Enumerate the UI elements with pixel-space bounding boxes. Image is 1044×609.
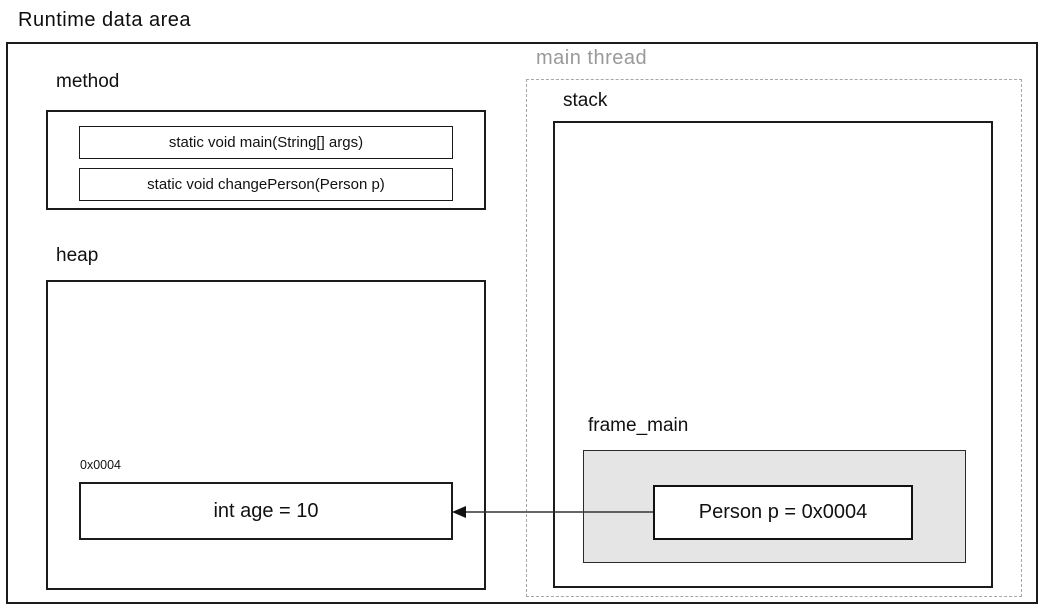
method-entry-changeperson: static void changePerson(Person p): [79, 168, 453, 201]
heap-object-int-age: int age = 10: [79, 482, 453, 540]
heap-area-box: [46, 280, 486, 590]
method-entry-main: static void main(String[] args): [79, 126, 453, 159]
frame-main-label: frame_main: [588, 415, 689, 436]
heap-area-label: heap: [56, 245, 99, 266]
method-area-box: [46, 110, 486, 210]
diagram-title: Runtime data area: [18, 9, 192, 31]
reference-arrow-icon: [452, 506, 653, 518]
frame-variable-person-p: Person p = 0x0004: [653, 485, 913, 540]
heap-object-address-label: 0x0004: [80, 458, 122, 472]
main-thread-label: main thread: [536, 47, 648, 69]
main-thread-dashed-box: [526, 79, 1022, 597]
method-area-label: method: [56, 71, 120, 92]
stack-area-label: stack: [563, 90, 608, 111]
